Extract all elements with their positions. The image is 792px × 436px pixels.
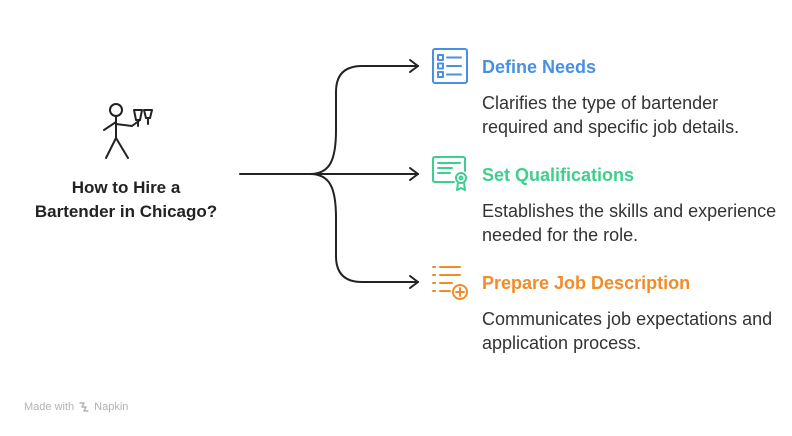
footer-text: Made with (24, 401, 75, 413)
branch-desc-set-qualifications: Establishes the skills and experience ne… (482, 201, 777, 245)
branch-title-define-needs: Define Needs (482, 57, 597, 77)
connector-branch-1 (309, 65, 419, 175)
arrowhead-3 (409, 275, 419, 289)
branch-desc-define-needs: Clarifies the type of bartender required… (482, 93, 740, 137)
connector-branch-3 (309, 173, 419, 283)
arrowhead-2 (409, 167, 419, 181)
arrowhead-1 (409, 59, 419, 73)
branch-desc-prepare-job-description: Communicates job expectations and applic… (482, 309, 773, 353)
footer-brand: Napkin (94, 401, 129, 413)
checklist-icon (432, 48, 468, 84)
made-with-napkin-footer: Made with Napkin (24, 401, 128, 413)
bartender-icon (103, 103, 153, 159)
root-title-line-1: How to Hire a (71, 178, 181, 197)
root-title-line-2: Bartender in Chicago? (34, 202, 218, 221)
root-title: How to Hire a Bartender in Chicago? (12, 176, 240, 224)
certificate-icon (432, 156, 467, 191)
napkin-logo-icon (79, 402, 89, 412)
branch-title-set-qualifications: Set Qualifications (482, 165, 635, 185)
branch-title-prepare-job-description: Prepare Job Description (482, 273, 691, 293)
add-list-icon (432, 266, 468, 300)
